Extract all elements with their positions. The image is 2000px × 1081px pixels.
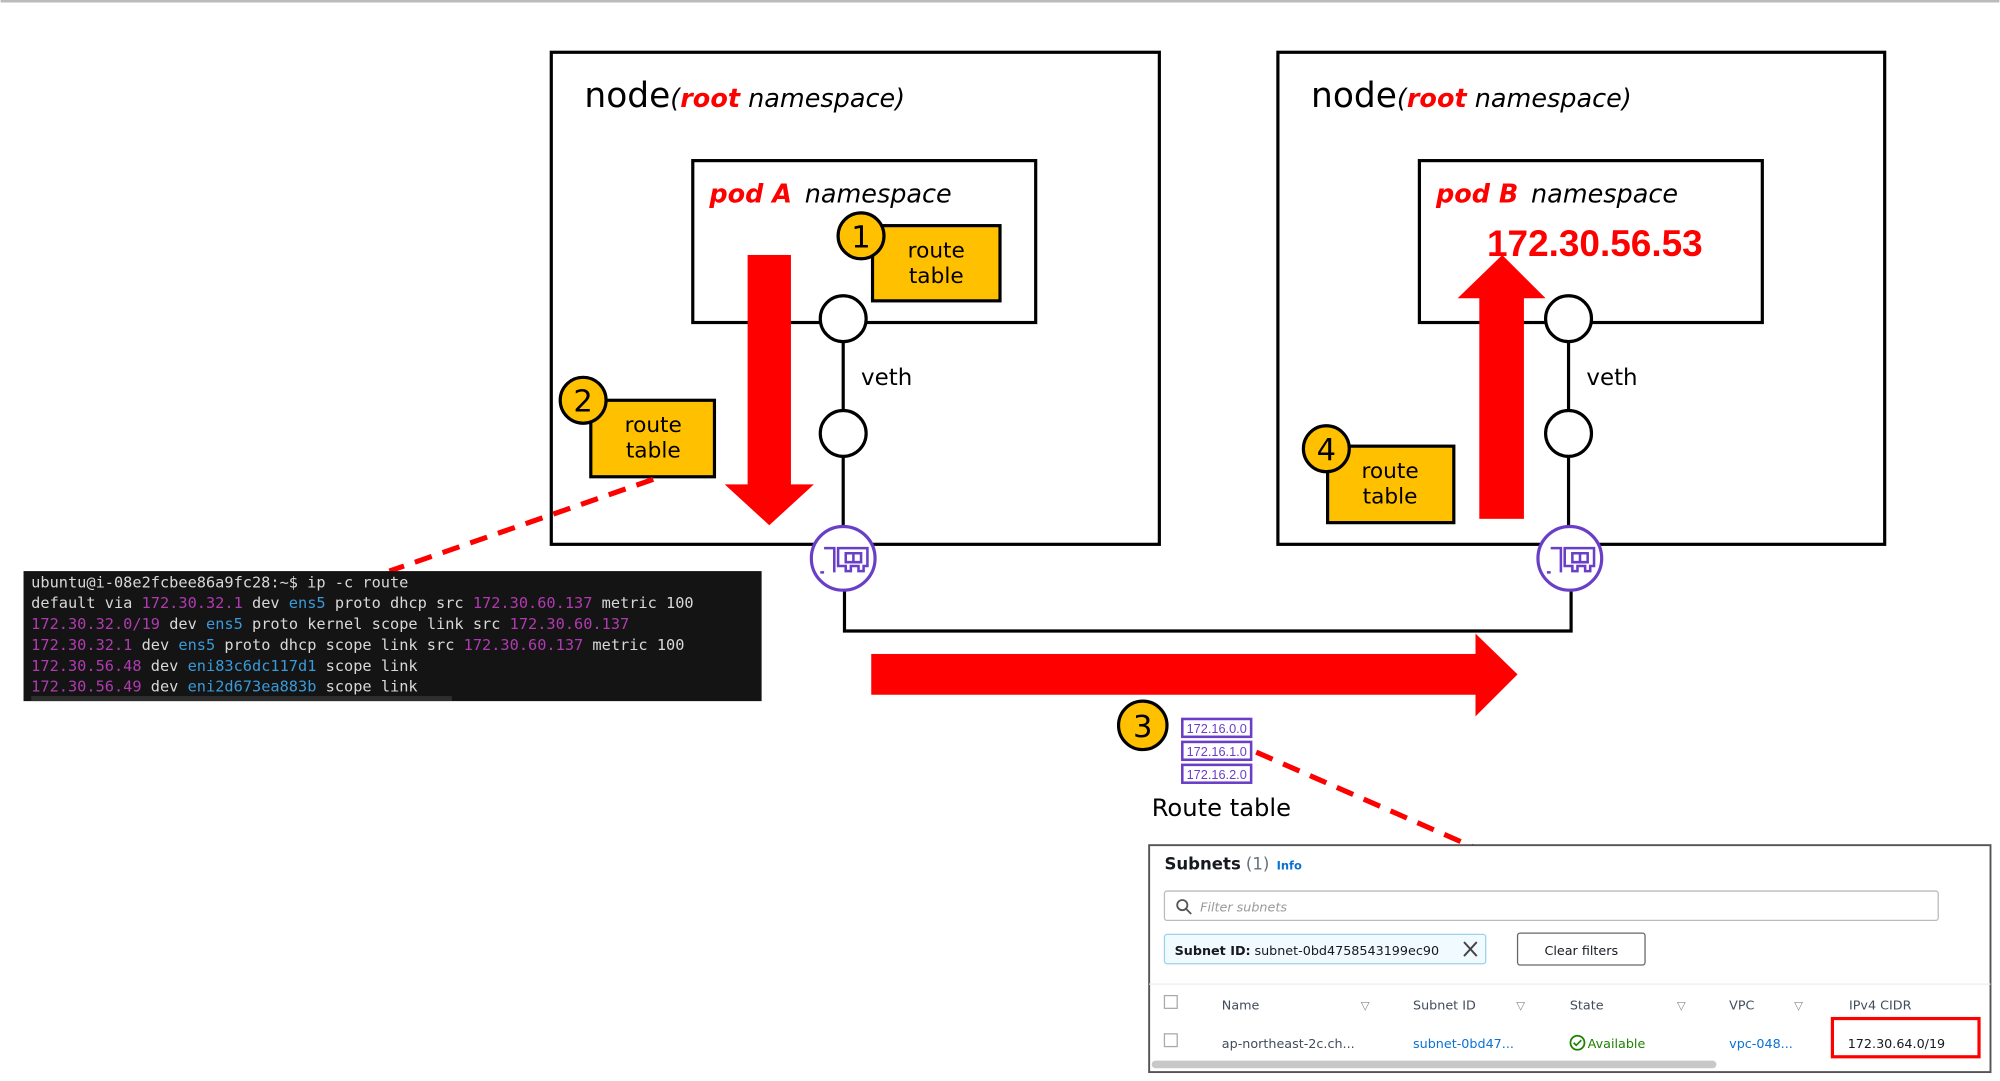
veth-endpoint-node-b: [1544, 408, 1594, 458]
cell-vpc-link[interactable]: vpc-048...: [1729, 1037, 1793, 1052]
step-2-badge: [558, 375, 608, 425]
filter-token: [1163, 933, 1487, 965]
sort-icon[interactable]: ▽: [1361, 999, 1370, 1013]
veth-endpoint-node-a: [818, 408, 868, 458]
arrow-down: [747, 254, 791, 487]
leader-route-table-2: [388, 476, 655, 574]
subnets-title: Subnets(1): [1164, 854, 1269, 873]
route-entry: 172.16.2.0: [1187, 767, 1247, 782]
route-table-1: [870, 224, 1002, 303]
step-4-badge: [1301, 424, 1351, 474]
step-3-number: 3: [1133, 710, 1152, 745]
cell-name: ap-northeast-2c.ch...: [1222, 1037, 1355, 1052]
veth-label-b: veth: [1586, 365, 1637, 391]
column-header-subnet-id[interactable]: Subnet ID: [1413, 999, 1476, 1014]
sort-icon[interactable]: ▽: [1677, 999, 1686, 1013]
clear-filters-button[interactable]: [1516, 932, 1646, 966]
node-a-title: node(root namespace): [584, 76, 905, 116]
route-table-4-l2: table: [1363, 485, 1418, 510]
network-interface-icon: [809, 524, 877, 592]
remove-filter-close-icon[interactable]: [1463, 941, 1478, 957]
step-4-number: 4: [1317, 433, 1336, 468]
table-row[interactable]: ap-northeast-2c.ch... subnet-0bd47... Av…: [1163, 1033, 1945, 1052]
terminal-output: ubuntu@i-08e2fcbee86a9fc28:~$ ip -c rout…: [23, 571, 762, 702]
step-1-badge: [836, 211, 886, 261]
route-table-2: [589, 398, 717, 479]
node-b-title: node(root namespace): [1311, 76, 1632, 116]
pod-b-ip: 172.30.56.53: [1487, 223, 1703, 264]
veth-endpoint-pod-a: [818, 294, 868, 344]
route-table-2-l1: route: [625, 413, 682, 438]
terminal-line: 172.30.56.48 dev eni83c6dc117d1 scope li…: [31, 657, 417, 675]
terminal-prompt: ubuntu@i-08e2fcbee86a9fc28:~$ ip -c rout…: [31, 574, 408, 592]
route-table-4-l1: route: [1361, 459, 1418, 484]
route-entry: 172.16.1.0: [1187, 744, 1247, 759]
info-link[interactable]: Info: [1277, 858, 1302, 872]
route-table-2-l2: table: [626, 439, 681, 464]
terminal-line: 172.30.32.0/19 dev ens5 proto kernel sco…: [31, 615, 629, 633]
route-table-1-l2: table: [909, 264, 964, 289]
filter-placeholder: Filter subnets: [1200, 900, 1287, 915]
route-table-icon: 172.16.0.0 172.16.1.0 172.16.2.0: [1181, 717, 1253, 784]
arrow-up: [1479, 295, 1524, 519]
cell-ipv4-cidr: 172.30.64.0/19: [1848, 1037, 1945, 1052]
sort-icon[interactable]: ▽: [1516, 999, 1525, 1013]
subnets-panel: Subnets(1) Info Filter subnets Subnet ID…: [1148, 844, 1992, 1074]
vpc-link-line: [842, 590, 1573, 633]
sort-icon[interactable]: ▽: [1794, 999, 1803, 1013]
select-all-checkbox[interactable]: [1163, 994, 1178, 1009]
filter-subnets-input[interactable]: [1163, 890, 1939, 922]
horizontal-scrollbar[interactable]: [1151, 1060, 1717, 1069]
terminal-line: 172.30.32.1 dev ens5 proto dhcp scope li…: [31, 636, 684, 654]
clear-filters-label: Clear filters: [1544, 944, 1618, 959]
available-check-icon: [1569, 1034, 1586, 1051]
column-header-vpc[interactable]: VPC: [1729, 999, 1754, 1014]
terminal-line: default via 172.30.32.1 dev ens5 proto d…: [31, 594, 693, 612]
cell-subnet-id-link[interactable]: subnet-0bd47...: [1413, 1037, 1514, 1052]
step-3-badge: [1116, 699, 1169, 752]
column-header-state[interactable]: State: [1570, 999, 1604, 1014]
veth-endpoint-pod-b: [1544, 294, 1594, 344]
network-interface-icon: [1536, 524, 1604, 592]
cidr-highlight-box: [1830, 1016, 1981, 1059]
step-2-number: 2: [573, 385, 592, 420]
row-checkbox[interactable]: [1163, 1033, 1178, 1048]
cell-state: Available: [1588, 1037, 1646, 1052]
route-entry: 172.16.0.0: [1187, 721, 1247, 736]
terminal-line: 172.30.56.49 dev eni2d673ea883b scope li…: [31, 678, 417, 696]
veth-label-a: veth: [861, 365, 912, 391]
step-1-number: 1: [851, 220, 870, 255]
route-table-1-l1: route: [908, 239, 965, 264]
column-header-name[interactable]: Name: [1222, 999, 1260, 1014]
arrow-right: [871, 653, 1480, 695]
filter-token-text: Subnet ID:subnet-0bd4758543199ec90: [1175, 944, 1439, 959]
search-icon: [1176, 899, 1189, 912]
route-table-caption: Route table: [1152, 794, 1291, 822]
column-header-ipv4-cidr[interactable]: IPv4 CIDR: [1849, 999, 1912, 1014]
